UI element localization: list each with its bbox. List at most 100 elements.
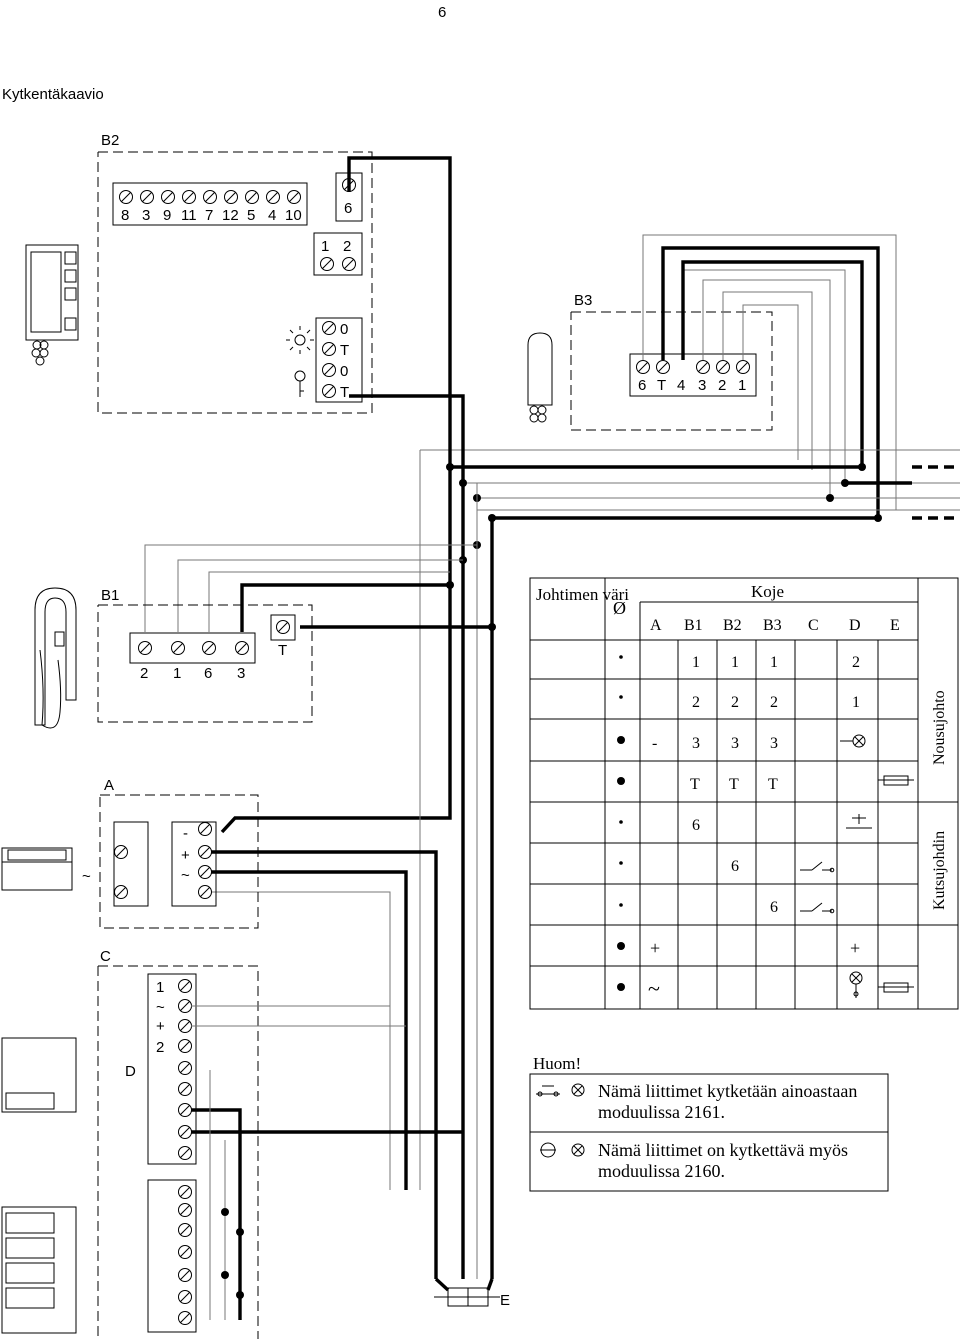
col-wire-color: Johtimen väri — [536, 585, 629, 604]
unit-b2: B2 8 3 9 11 7 12 5 4 10 6 — [25, 132, 373, 414]
note-line: Nämä liittimet on kytkettävä myös — [598, 1140, 848, 1160]
b2-terminal: 3 — [142, 207, 150, 224]
pushbutton-symbol-icon — [846, 814, 872, 829]
table-cell: 3 — [731, 735, 739, 752]
d-terminal: ~ — [156, 999, 165, 1016]
b2-terminal: 5 — [247, 207, 255, 224]
power-supply-icon — [1, 847, 73, 891]
switch-symbol-icon — [800, 861, 835, 873]
unit-b1: B1 2 1 6 3 T — [34, 587, 313, 729]
riser-bus — [420, 449, 960, 631]
b3-terminal: 3 — [698, 377, 706, 394]
switch-symbol-icon — [800, 902, 835, 914]
name-tag-panel-icon — [1, 1206, 77, 1334]
b1-terminal: 3 — [237, 665, 245, 682]
b2-terminal: 11 — [181, 207, 197, 224]
ac-input-symbol: ~ — [82, 868, 91, 885]
a-terminal: ~ — [181, 867, 190, 884]
unit-b1-label: B1 — [101, 587, 119, 604]
table-cell: 6 — [770, 899, 778, 916]
b3-terminal: 6 — [638, 377, 646, 394]
b2-terminal: 4 — [268, 207, 276, 224]
b2-terminal: 7 — [205, 207, 213, 224]
table-cell: 1 — [770, 654, 778, 671]
b1-terminal: 6 — [204, 665, 212, 682]
table-cell: + — [650, 938, 660, 958]
device-col: D — [849, 617, 861, 634]
b2-terminal: 0 — [340, 321, 348, 338]
page-number: 6 — [438, 4, 446, 21]
b3-terminal: 2 — [718, 377, 726, 394]
b2-terminal: 10 — [285, 207, 302, 224]
unit-a-label: A — [104, 777, 114, 794]
unit-b3: B3 6 T 4 3 2 1 — [527, 292, 773, 431]
table-cell: 2 — [852, 654, 860, 671]
table-cell: 1 — [852, 694, 860, 711]
table-cell: 3 — [692, 735, 700, 752]
page-title: Kytkentäkaavio — [2, 86, 104, 103]
b3-terminal: 4 — [677, 377, 685, 394]
device-col: A — [650, 617, 662, 634]
side-call: Kutsujohdin — [931, 831, 948, 910]
koje-header: Koje — [751, 582, 784, 601]
device-col: B3 — [763, 617, 782, 634]
note-box: Huom! Nämä liittimet kytketään ainoastaa… — [529, 1054, 889, 1192]
b1-terminal: 2 — [140, 665, 148, 682]
b2-terminal: 12 — [222, 207, 239, 224]
side-riser: Nousujohto — [931, 690, 948, 765]
a-terminal: + — [181, 847, 190, 864]
outdoor-unit-icon — [527, 332, 553, 423]
note-line: moduulissa 2160. — [598, 1161, 725, 1181]
unit-e-label: E — [500, 1292, 510, 1309]
b2-terminal: 8 — [121, 207, 129, 224]
table-cell: T — [729, 776, 739, 793]
device-col: E — [890, 617, 900, 634]
intercom-handset-icon — [25, 244, 79, 366]
table-cell: - — [652, 735, 657, 752]
table-cell: 2 — [692, 694, 700, 711]
unit-a: A ~ - + ~ — [1, 777, 259, 929]
d-terminal: 1 — [156, 979, 164, 996]
b3-terminal: T — [657, 377, 666, 394]
d-terminal: + — [156, 1018, 165, 1035]
table-cell: 6 — [731, 858, 739, 875]
unit-b2-label: B2 — [101, 132, 119, 149]
device-col: B1 — [684, 617, 703, 634]
note-symbols-icon — [536, 1083, 585, 1158]
table-cell: + — [850, 938, 860, 958]
note-line: moduulissa 2161. — [598, 1102, 725, 1122]
table-cell: T — [690, 776, 700, 793]
light-icon — [286, 326, 314, 354]
b2-terminal: 1 — [321, 238, 329, 255]
table-cell: 2 — [770, 694, 778, 711]
device-col: B2 — [723, 617, 742, 634]
col-diameter: Ø — [613, 598, 626, 618]
b2-terminal: T — [340, 384, 349, 401]
table-cell: 1 — [731, 654, 739, 671]
resistor-symbol-icon — [878, 775, 914, 786]
b2-terminal: 0 — [340, 363, 348, 380]
table-cell: 3 — [770, 735, 778, 752]
table-cell: T — [768, 776, 778, 793]
table-cell: 6 — [692, 817, 700, 834]
b3-terminal: 1 — [738, 377, 746, 394]
table-cell: 2 — [731, 694, 739, 711]
unit-c: C D 1 ~ + 2 — [1, 948, 463, 1339]
note-title: Huom! — [533, 1054, 581, 1073]
b2-terminal: T — [340, 342, 349, 359]
a-terminal: - — [183, 825, 188, 842]
note-line: Nämä liittimet kytketään ainoastaan — [598, 1081, 857, 1101]
unit-d-label: D — [125, 1063, 136, 1080]
resistor-symbol-icon — [878, 982, 914, 993]
table-cell: 1 — [692, 654, 700, 671]
table-cell: ~ — [648, 976, 660, 1001]
b1-terminal-t: T — [278, 642, 287, 659]
lamp-symbol-icon — [849, 971, 863, 998]
key-icon — [294, 370, 306, 397]
wire-table: Johtimen väri Ø Koje A B1 B2 B3 C D E 1 … — [529, 577, 959, 1010]
device-col: C — [808, 617, 819, 634]
lamp-symbol-icon — [840, 734, 866, 748]
d-terminal: 2 — [156, 1039, 164, 1056]
b3-wires — [642, 234, 897, 518]
